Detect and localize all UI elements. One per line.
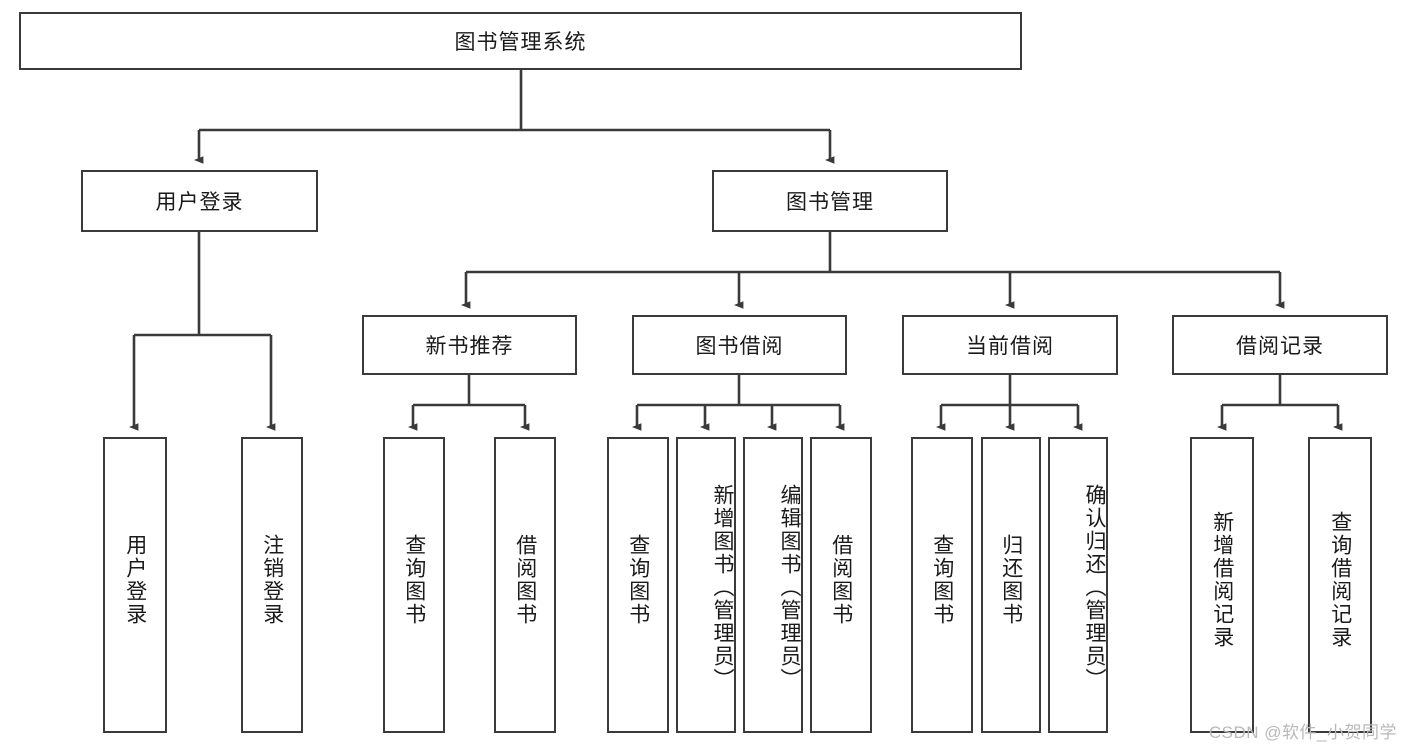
leaf-add-borrow-record-label: 新增借阅记录 [1210,511,1234,649]
node-root-system[interactable]: 图书管理系统 [19,12,1022,70]
leaf-add-book-admin[interactable]: 新增图书（管理员） [676,437,736,733]
leaf-borrow-query-book[interactable]: 查询图书 [607,437,669,733]
node-book-borrow[interactable]: 图书借阅 [632,315,847,375]
node-current-borrow[interactable]: 当前借阅 [902,315,1118,375]
leaf-logout-login[interactable]: 注销登录 [241,437,303,733]
leaf-return-book-label: 归还图书 [999,534,1023,626]
node-borrow-record[interactable]: 借阅记录 [1172,315,1388,375]
leaf-add-borrow-record[interactable]: 新增借阅记录 [1190,437,1254,733]
leaf-current-query-book-label: 查询图书 [930,534,954,626]
node-current-borrow-label: 当前借阅 [966,335,1054,358]
node-root-label: 图书管理系统 [454,31,587,54]
leaf-edit-book-admin-label: 编辑图书（管理员） [778,483,801,691]
leaf-current-query-book[interactable]: 查询图书 [911,437,973,733]
leaf-logout-login-label: 注销登录 [260,534,284,626]
leaf-new-book-query[interactable]: 查询图书 [383,437,445,733]
leaf-query-borrow-record[interactable]: 查询借阅记录 [1308,437,1372,733]
leaf-edit-book-admin[interactable]: 编辑图书（管理员） [743,437,803,733]
leaf-new-book-borrow[interactable]: 借阅图书 [494,437,556,733]
leaf-new-book-borrow-label: 借阅图书 [513,534,537,626]
leaf-return-book[interactable]: 归还图书 [981,437,1041,733]
leaf-new-book-query-label: 查询图书 [402,534,426,626]
leaf-add-book-admin-label: 新增图书（管理员） [711,483,734,691]
node-user-login-label: 用户登录 [155,191,244,214]
leaf-user-login[interactable]: 用户登录 [103,437,167,733]
leaf-borrow-book-label: 借阅图书 [829,534,853,626]
leaf-query-borrow-record-label: 查询借阅记录 [1328,511,1352,649]
node-new-book-recommend-label: 新书推荐 [425,335,514,358]
leaf-borrow-query-book-label: 查询图书 [626,534,650,626]
leaf-borrow-book[interactable]: 借阅图书 [810,437,872,733]
leaf-confirm-return-admin[interactable]: 确认归还（管理员） [1048,437,1108,733]
csdn-watermark: CSDN @软件_小贺同学 [1208,723,1397,742]
node-book-borrow-label: 图书借阅 [695,335,784,358]
leaf-user-login-label: 用户登录 [123,534,147,626]
leaf-confirm-return-admin-label: 确认归还（管理员） [1083,483,1106,691]
node-book-management[interactable]: 图书管理 [712,170,948,232]
node-borrow-record-label: 借阅记录 [1236,335,1324,358]
node-new-book-recommend[interactable]: 新书推荐 [362,315,577,375]
node-user-login[interactable]: 用户登录 [81,170,318,232]
node-book-management-label: 图书管理 [786,191,874,214]
